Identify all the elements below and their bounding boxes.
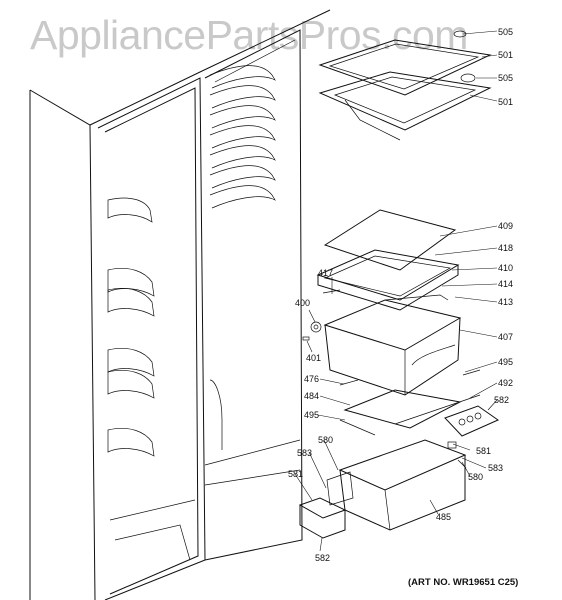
crisper-lower-assembly: [298, 369, 500, 539]
callout-484: 484: [304, 391, 319, 401]
callout-580: 580: [318, 435, 333, 445]
callout-501: 501: [498, 97, 513, 107]
callout-400: 400: [295, 298, 310, 308]
callout-485: 485: [436, 512, 451, 522]
leader-lines: [294, 30, 498, 552]
callout-417: 417: [318, 268, 333, 278]
callout-410: 410: [498, 263, 513, 273]
upper-glass-shelves: [318, 30, 492, 141]
callout-581: 581: [476, 446, 491, 456]
art-number: (ART NO. WR19651 C25): [408, 577, 519, 588]
callout-495: 495: [498, 357, 513, 367]
callout-407: 407: [498, 332, 513, 342]
crisper-upper-assembly: [302, 209, 462, 396]
callout-492: 492: [498, 378, 513, 388]
callout-476: 476: [304, 374, 319, 384]
callout-582: 582: [315, 553, 330, 563]
watermark: AppliancePartsPros.com: [30, 12, 468, 58]
callout-505: 505: [498, 27, 513, 37]
callout-505: 505: [498, 73, 513, 83]
callout-582: 582: [494, 395, 509, 405]
callout-583: 583: [297, 448, 312, 458]
callout-409: 409: [498, 221, 513, 231]
callout-583: 583: [488, 463, 503, 473]
callout-580: 580: [468, 472, 483, 482]
callout-495: 495: [304, 410, 319, 420]
callout-581: 581: [288, 469, 303, 479]
callout-414: 414: [498, 279, 513, 289]
callout-401: 401: [306, 353, 321, 363]
callout-418: 418: [498, 243, 513, 253]
callout-labels: 505 501 505 501 409 418 410 414 413 417 …: [288, 27, 513, 563]
callout-413: 413: [498, 297, 513, 307]
callout-501: 501: [498, 50, 513, 60]
refrigerator-cabinet: [29, 9, 331, 600]
